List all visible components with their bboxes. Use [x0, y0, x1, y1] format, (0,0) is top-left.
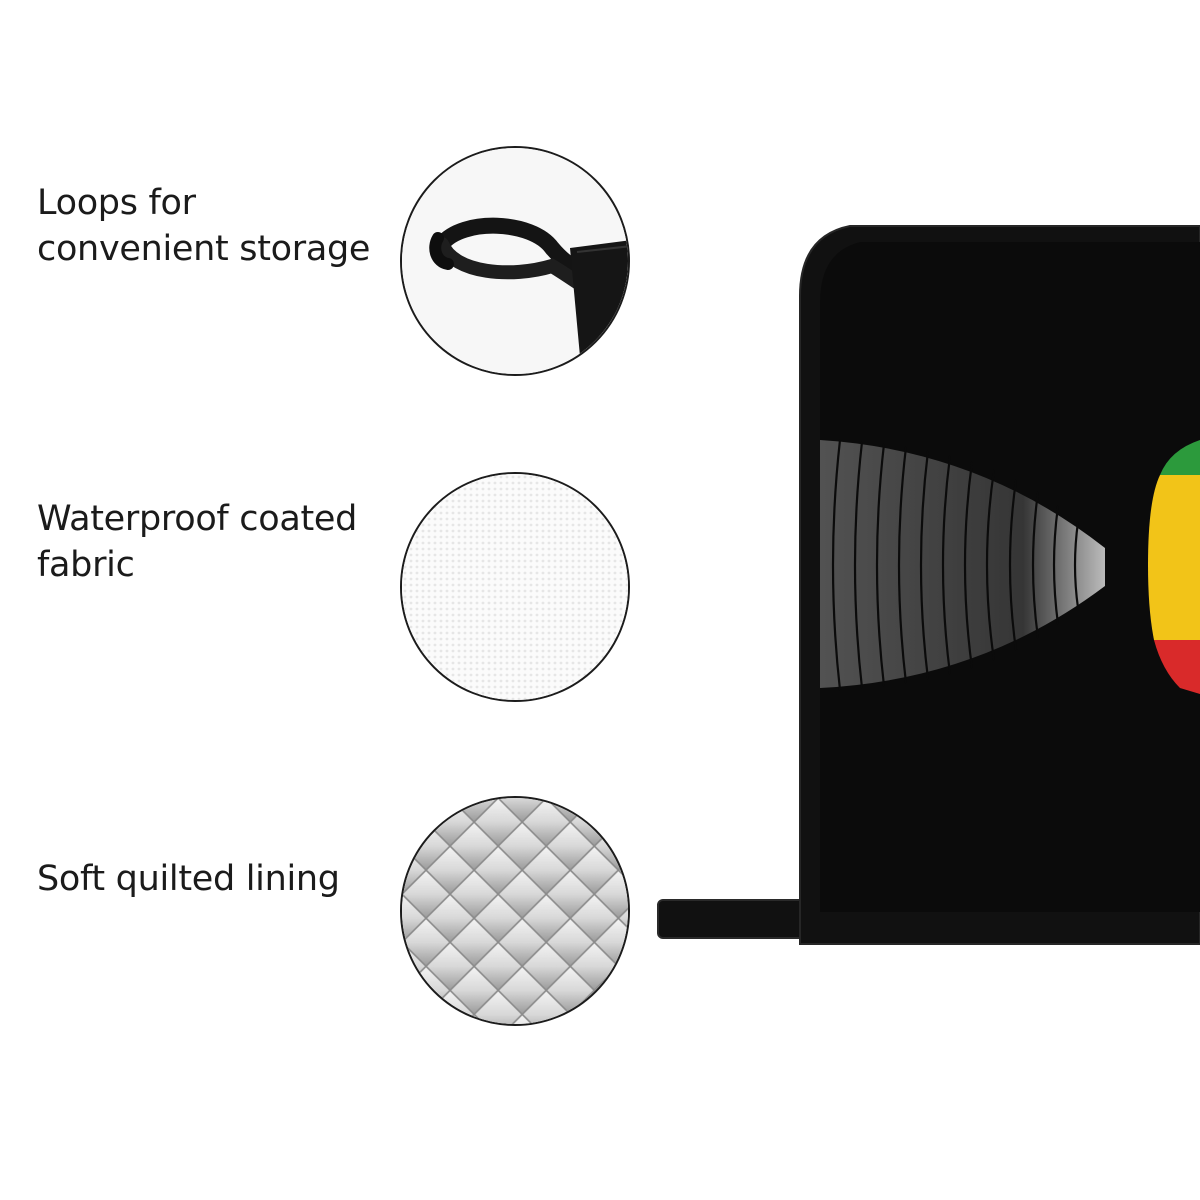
quilted-lining-icon	[400, 796, 630, 1026]
feature-fabric-label: Waterproof coated fabric	[37, 496, 357, 588]
loop-strap-icon	[400, 146, 630, 376]
feature-lining-label: Soft quilted lining	[37, 856, 340, 902]
feature-fabric-line-1: Waterproof coated	[37, 499, 358, 539]
coated-fabric-icon	[400, 472, 630, 702]
record-label	[1148, 440, 1200, 694]
feature-loops-label: Loops for convenient storage	[37, 180, 370, 272]
feature-lining-line-1: Soft quilted lining	[37, 859, 340, 899]
feature-loops-line-1: Loops for	[37, 183, 196, 223]
feature-fabric-line-2: fabric	[37, 545, 135, 585]
feature-loops-line-2: convenient storage	[37, 229, 371, 269]
